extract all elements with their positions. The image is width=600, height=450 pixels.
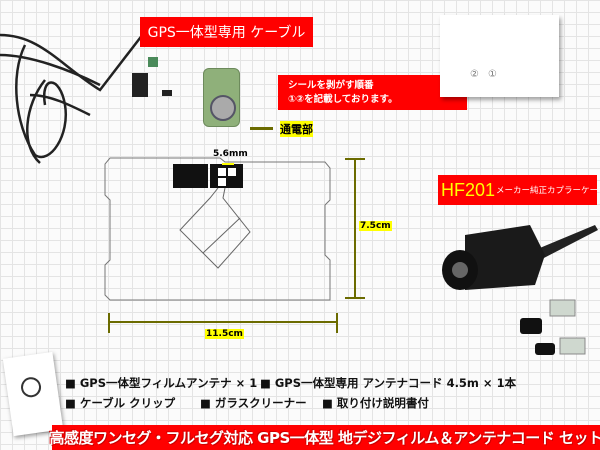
item-cable-clip: ■ ケーブル クリップ [65,396,176,410]
sticker-note-line1: シールを剥がす順番 [288,79,374,91]
width-dimension-cap-left [108,313,110,333]
bottom-banner-text: 高感度ワンセグ・フルセグ対応 GPS一体型 地デジフィルム＆アンテナコード セッ… [49,429,600,447]
sticker-label-1: ① [488,69,497,80]
width-dimension-line [108,321,337,323]
item-film-antenna: ■ GPS一体型フィルムアンテナ × 1 [65,376,258,390]
sticker-sheet-image: ② ① [440,15,559,97]
hf201-text: メーカー純正カプラーケーブル [496,186,600,196]
item-manual: ■ 取り付け説明書付 [322,396,429,410]
width-dimension-cap-right [336,313,338,333]
cable-banner: GPS一体型専用 ケーブル [140,17,313,47]
cable-banner-text: GPS一体型専用 ケーブル [147,25,306,41]
hf201-model: HF201 [441,179,496,200]
item-antenna-cord: ■ GPS一体型専用 アンテナコード 4.5m × 1本 [260,376,517,390]
width-label: 11.5cm [205,329,244,339]
height-dimension-cap-top [345,158,365,160]
sticker-note: シールを剥がす順番 ①②を記載しております。 [278,75,467,110]
hf201-banner: HF201 メーカー純正カプラーケーブル [438,175,600,205]
power-indicator-line [250,127,273,130]
bottom-banner: 高感度ワンセグ・フルセグ対応 GPS一体型 地デジフィルム＆アンテナコード セッ… [49,425,600,450]
hf201-connector-image [442,225,598,290]
item-glass-cleaner: ■ ガラスクリーナー [200,396,307,410]
gap-marker [222,163,234,165]
power-label: 通電部 [280,121,313,137]
height-dimension-cap-bottom [345,297,365,299]
sticker-label-2: ② [470,69,479,80]
cable-clips-image [520,299,586,355]
instruction-manual-image [2,351,64,437]
height-dimension-line [354,158,356,298]
film-antenna-diagram [104,157,331,301]
gap-label: 5.6mm [213,149,248,159]
green-connector-image [203,68,240,127]
height-label: 7.5cm [359,221,392,231]
sticker-note-line2: ①②を記載しております。 [288,93,398,105]
